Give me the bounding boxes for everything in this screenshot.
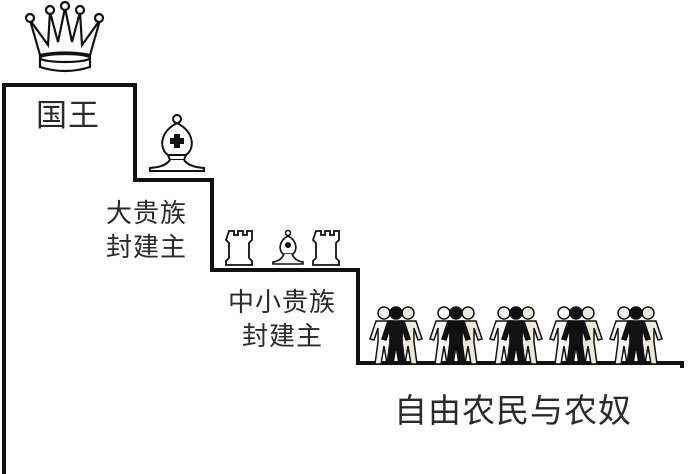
people-group-icon (609, 306, 663, 365)
rook-icon (224, 230, 253, 266)
label-great-nobles-line2: 封建主 (106, 233, 188, 263)
label-peasants-serfs: 自由农民与农奴 (394, 391, 632, 430)
label-king: 国王 (36, 98, 100, 134)
label-lesser-nobles-line2: 封建主 (242, 322, 324, 352)
people-group-icon (429, 306, 483, 365)
people-group-icon (369, 306, 423, 365)
label-great-nobles-line1: 大贵族 (106, 199, 188, 229)
people-group-icon (549, 306, 603, 365)
queen-crown-icon (24, 0, 105, 73)
bishop-icon (149, 114, 205, 172)
bishop-icon (272, 229, 304, 265)
rook-icon (311, 230, 340, 266)
people-group-icon (489, 306, 543, 365)
label-lesser-nobles-line1: 中小贵族 (228, 288, 337, 318)
